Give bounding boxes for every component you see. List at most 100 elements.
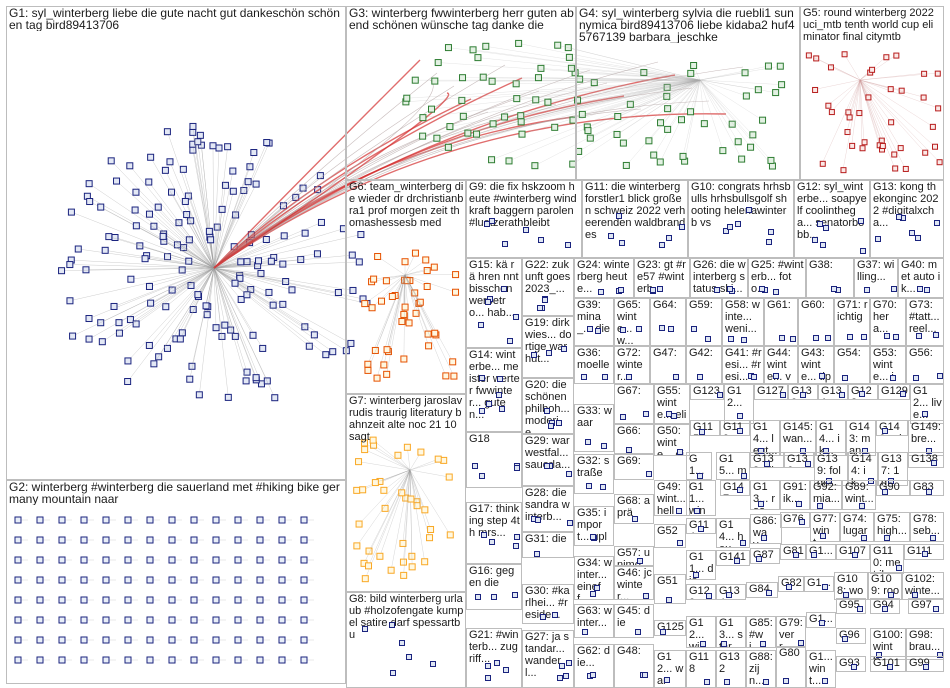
group-label: G10: congrats hrhsbulls hrhsbullsgolf sh… [691,181,792,229]
graph-node [817,503,823,509]
graph-node [756,556,762,562]
group-label: G3: winterberg fwwinterberg herr guten a… [349,7,574,31]
group-g19: G19: dirkwies... dortige war hut... [522,316,574,378]
group-g13b: G13... star... [716,616,746,648]
graph-node [799,519,805,525]
group-label: G1... [807,577,832,589]
group-g108: G108: word... [834,572,868,600]
graph-node [737,487,743,493]
graph-node [626,447,632,453]
graph-node [842,375,848,381]
group-g14c: G14... heu... [716,518,750,548]
group-label: G58: winte... weni... [725,299,762,335]
graph-node [812,237,818,243]
graph-node [472,463,478,469]
group-g33: G33: waar [574,404,614,452]
group-label: G42: [689,347,720,359]
graph-node [406,654,412,660]
graph-node [831,286,837,292]
graph-node [496,392,502,398]
group-g1x: G1... o ... [686,452,712,480]
graph-node [697,473,703,479]
graph-node [646,471,652,477]
graph-node [751,374,757,380]
graph-node [590,534,596,540]
group-g115: G115 [690,420,720,436]
graph-node [700,641,706,647]
group-label: G75: high... [877,513,908,537]
graph-node [676,508,682,514]
graph-node [544,408,550,414]
group-g80: G80 [776,646,806,688]
graph-node [485,675,491,681]
graph-node [643,411,649,417]
graph-node [679,224,685,230]
group-g48: G48: [614,644,654,688]
graph-node [595,328,601,334]
group-g78: G78: seb... [910,512,944,542]
graph-node [780,392,786,398]
graph-node [917,286,923,292]
group-g125: G125 [654,620,686,636]
group-g22: G22: zukunft goes 2023_... [522,258,574,316]
graph-node [882,489,888,495]
graph-node [896,214,902,220]
group-g92: G92: mia... [810,480,842,510]
group-g76: G76 [780,512,810,528]
group-g77: G77: wint... [810,512,840,542]
group-label: G49: wint... hells... [657,481,688,516]
group-g60: G60: [798,298,834,346]
group-g82: G82 [778,576,804,592]
group-g13: G13: kong thekonginc 2022 #digitalxcha..… [870,180,944,258]
graph-node [561,346,567,352]
group-g63: G63: winter... [574,604,614,638]
graph-node [587,326,593,332]
graph-node [882,428,888,434]
group-g131: G131 [818,384,848,400]
group-g79: G79: verr... [776,616,806,648]
graph-node [666,235,672,241]
group-label: G59: [689,299,720,311]
graph-node [891,286,897,292]
graph-node [764,461,770,467]
graph-node [390,670,396,676]
graph-node [724,679,730,685]
group-label: G27: ja standar... wanderl... [525,631,572,679]
group-label: G47: [653,347,684,359]
group-g118: G118 [686,650,716,688]
group-g11b: G11... die [686,550,716,580]
group-g10: G10: congrats hrhsbulls hrhsbullsgolf sh… [688,180,794,258]
group-label: G12: syl_winterbe... soapyelf coolintheg… [797,181,868,241]
group-g99: G99 [906,656,944,672]
group-label: G132 [719,651,744,675]
group-g110: G110: met ik [870,544,904,574]
group-g61: G61: [764,298,798,346]
graph-node [825,335,831,341]
group-g20: G20: die schönen philboh... moderie... [522,378,574,434]
graph-node [659,325,665,331]
group-g27: G27: ja standar... wanderl... [522,630,574,688]
graph-node [847,334,853,340]
graph-node [485,663,491,669]
group-label: G63: winter... [577,605,612,629]
graph-node [514,534,520,540]
group-g12y: G12... live... [910,384,944,424]
group-g14b: G14... ik... [816,420,846,456]
graph-node [727,224,733,230]
group-label: G67: [617,385,652,397]
graph-node [513,543,519,549]
group-g59: G59: [686,298,722,346]
group-label: G71: richtig [837,299,868,323]
graph-node [501,286,507,292]
group-g138: G138 [908,452,944,468]
group-g69: G69: [614,454,654,480]
group-label: G1: syl_winterberg liebe die gute nacht … [9,7,344,31]
group-label: G108: word... [837,573,866,600]
graph-node [858,218,864,224]
graph-node [726,592,732,598]
group-g53: G53: winte... ik... [870,346,906,384]
group-g97: G97 [908,598,944,614]
graph-node [851,664,857,670]
group-g28: G28: die sandra winterb... [522,486,574,532]
graph-node [540,614,546,620]
